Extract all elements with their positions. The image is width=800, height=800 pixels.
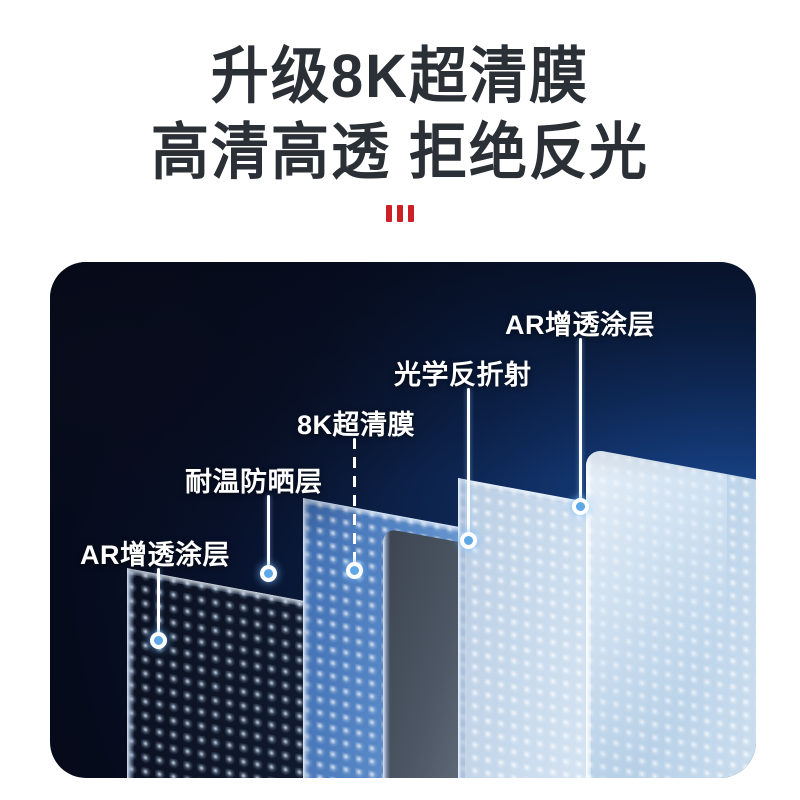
- headline-line-1: 升级8K超清膜: [210, 42, 590, 111]
- callout-label-heat-sun: 耐温防晒层: [185, 467, 323, 497]
- callout-leader-optical-refract: [467, 388, 470, 540]
- layer-sheet-ar-coating-dark: [127, 568, 319, 778]
- layer-sheet-ar-glass: [586, 448, 756, 778]
- headline-line-2: 高清高透 拒绝反光: [150, 118, 650, 187]
- divider: [0, 205, 800, 222]
- divider-bar: [408, 205, 414, 222]
- callout-dot-heat-sun: [260, 565, 277, 582]
- divider-bar: [386, 205, 392, 222]
- callout-label-ar-coating-left: AR增透涂层: [80, 540, 230, 570]
- callout-dot-8k-film: [346, 562, 363, 579]
- page-title: 升级8K超清膜 高清高透 拒绝反光: [0, 42, 800, 187]
- divider-bar: [397, 205, 403, 222]
- callout-leader-8k-film: [353, 438, 356, 570]
- callout-label-optical-refract: 光学反折射: [394, 360, 532, 390]
- callout-dot-ar-coating-right: [572, 498, 589, 515]
- callout-label-8k-film: 8K超清膜: [297, 410, 416, 440]
- callout-leader-ar-coating-left: [157, 568, 160, 640]
- callout-leader-ar-coating-right: [579, 338, 582, 506]
- callout-label-ar-coating-right: AR增透涂层: [505, 310, 655, 340]
- callout-dot-optical-refract: [460, 532, 477, 549]
- callout-dot-ar-coating-left: [150, 632, 167, 649]
- callout-leader-heat-sun: [267, 495, 270, 573]
